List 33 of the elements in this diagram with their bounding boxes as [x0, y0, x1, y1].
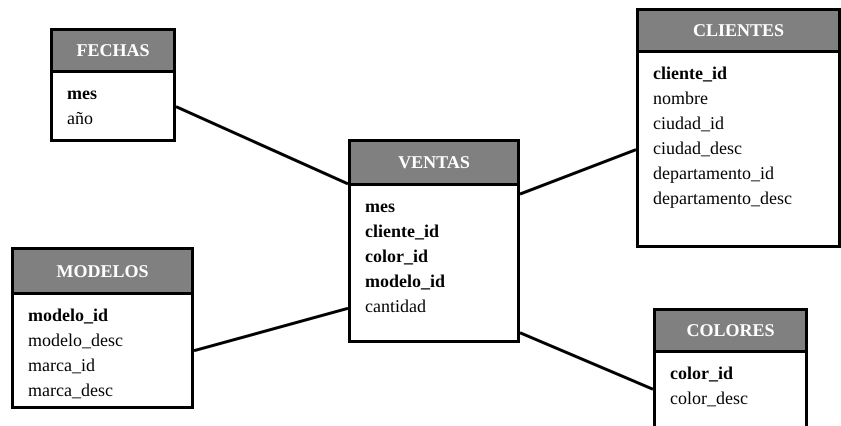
relationship-line [175, 105, 349, 186]
key-field: mes [67, 81, 97, 106]
table-box [653, 308, 808, 426]
field-name: marca_desc [28, 379, 113, 402]
table-title: COLORES [686, 320, 775, 341]
field-name: color_desc [670, 387, 748, 410]
table-box [50, 28, 176, 142]
field-name: ciudad_desc [653, 137, 742, 160]
relationship-line [519, 148, 637, 196]
key-field: color_id [670, 361, 733, 386]
field-name: departamento_id [653, 162, 774, 185]
relationship-line [519, 331, 654, 391]
key-field: modelo_id [365, 269, 446, 294]
table-box [11, 247, 194, 409]
key-field: cliente_id [365, 219, 439, 244]
table-title: VENTAS [398, 152, 470, 173]
key-field: modelo_id [28, 303, 108, 328]
table-title: CLIENTES [692, 20, 784, 41]
field-name: departamento_desc [653, 187, 792, 210]
field-name: cantidad [365, 295, 426, 318]
key-field: mes [365, 194, 395, 219]
table-title: FECHAS [76, 40, 150, 61]
field-name: ciudad_id [653, 112, 724, 135]
table-box [348, 139, 520, 343]
table-title: MODELOS [56, 260, 148, 282]
relationship-line [194, 306, 348, 352]
field-name: nombre [653, 87, 708, 110]
field-name: modelo_desc [28, 329, 123, 352]
key-field: cliente_id [653, 61, 727, 86]
field-name: año [67, 107, 93, 130]
table-box [636, 8, 841, 248]
key-field: color_id [365, 244, 428, 269]
field-name: marca_id [28, 354, 95, 377]
